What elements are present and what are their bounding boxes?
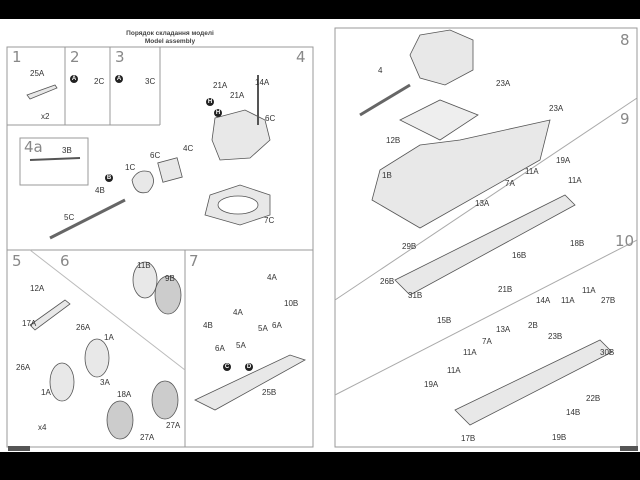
step-number: 7 [189, 252, 199, 270]
part-label: 17B [461, 434, 476, 443]
part-label: 13A [496, 325, 511, 334]
part-label: 11A [582, 286, 596, 295]
part-label: 23A [549, 104, 564, 113]
step-number: 5 [12, 252, 22, 270]
bottom-black-border [0, 452, 640, 480]
part-label: 14A [536, 296, 551, 305]
part-label: 13A [475, 199, 490, 208]
fender-part [194, 354, 306, 411]
right-page-frame [334, 27, 638, 448]
part-label: 4B [203, 321, 213, 330]
part-label: 23A [496, 79, 511, 88]
part-label: 19A [424, 380, 439, 389]
part-label: 17A [22, 319, 37, 328]
part-label: 21A [213, 81, 228, 90]
part-label: 1B [382, 171, 392, 180]
part-label: 26A [76, 323, 91, 332]
part-label: 25A [30, 69, 45, 78]
part-label: 15B [437, 316, 452, 325]
part-label: 3B [62, 146, 72, 155]
step-number: 3 [115, 48, 125, 66]
step-number: 4 [296, 48, 306, 66]
part-label: 14A [255, 78, 270, 87]
part-label: 14B [566, 408, 581, 417]
part-label: 6A [215, 344, 225, 353]
turret-part [211, 109, 271, 161]
part-label: 21B [498, 285, 513, 294]
part-label: 27A [166, 421, 181, 430]
marker-a: A [70, 75, 78, 83]
part-label: 9B [165, 274, 175, 283]
part-label: 27B [601, 296, 616, 305]
part-label: 7A [505, 179, 515, 188]
part-label: 6C [265, 114, 276, 123]
page-code-badge [8, 446, 30, 451]
part-label: 11B [137, 261, 151, 270]
part-label: 30B [600, 348, 615, 357]
quantity-x4: x4 [38, 423, 47, 432]
part-label: 2C [94, 77, 105, 86]
part-label: 1A [104, 333, 114, 342]
step-number: 8 [620, 31, 630, 49]
part-label: 4 [378, 66, 383, 75]
part-label: 6C [150, 151, 161, 160]
mantlet-part [131, 170, 154, 194]
part-label: 19B [552, 433, 567, 442]
part-label: 11A [525, 167, 539, 176]
step-number: 4a [24, 138, 43, 156]
part-label: 26B [380, 277, 395, 286]
part-label: 7A [482, 337, 492, 346]
step-number: 2 [70, 48, 80, 66]
part-label: 19A [556, 156, 571, 165]
part-label: 5C [64, 213, 75, 222]
part-label: 1C [125, 163, 136, 172]
part-label: 23B [548, 332, 563, 341]
quantity-x2: x2 [41, 112, 50, 121]
part-label: 11A [463, 348, 477, 357]
part-label: 7C [264, 216, 275, 225]
part-label: 12B [386, 136, 401, 145]
part-label: 22B [586, 394, 601, 403]
part-label: 31B [408, 291, 423, 300]
part-label: 10B [284, 299, 299, 308]
part-label: 26A [16, 363, 31, 372]
part-label: 11A [568, 176, 582, 185]
part-label: 3C [145, 77, 156, 86]
part-label: 29B [402, 242, 417, 251]
part-label: 11A [447, 366, 461, 375]
step-number: 1 [12, 48, 22, 66]
step-number: 6 [60, 252, 70, 270]
part-label: 3A [100, 378, 110, 387]
hull-part [371, 119, 551, 229]
marker-d: D [245, 363, 253, 371]
page-code-badge [620, 446, 638, 451]
part-label: 5A [258, 324, 268, 333]
part-label: 5A [236, 341, 246, 350]
part-label: 12A [30, 284, 45, 293]
marker-c: C [223, 363, 231, 371]
part-label: 4C [183, 144, 194, 153]
top-black-border [0, 0, 640, 19]
part-label: 4B [95, 186, 105, 195]
part-label: 6A [272, 321, 282, 330]
marker-h: H [214, 109, 222, 117]
marker-h: H [206, 98, 214, 106]
part-label: 25B [262, 388, 277, 397]
title-english: Model assembly [144, 38, 196, 45]
part-label: 21A [230, 91, 245, 100]
step-number: 10 [615, 232, 635, 250]
marker-b: B [105, 174, 113, 182]
part-label: 2B [528, 321, 538, 330]
part-label: 16B [512, 251, 527, 260]
part-label: 11A [561, 296, 575, 305]
step-number: 9 [620, 110, 630, 128]
part-label: 27A [140, 433, 155, 442]
part-label: 18B [570, 239, 585, 248]
part-label: 1A [41, 388, 51, 397]
part-label: 18A [117, 390, 132, 399]
part-label: 4A [267, 273, 277, 282]
part-label: 4A [233, 308, 243, 317]
marker-a: A [115, 75, 123, 83]
title-ukrainian: Порядок складання моделі [126, 30, 214, 37]
